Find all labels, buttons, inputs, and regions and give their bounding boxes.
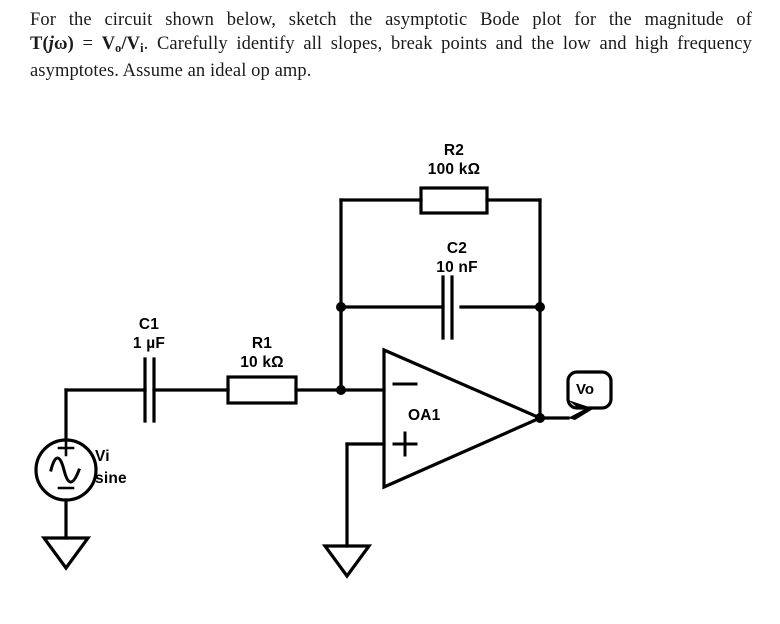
junction-dot-inverting-c2 <box>336 302 346 312</box>
equals-sign: = <box>82 33 94 54</box>
label-r1-ref: R1 <box>251 335 273 352</box>
label-source-ref: Vi <box>95 448 110 465</box>
label-r1-value: 10 kΩ <box>240 354 284 371</box>
opamp-plus-icon <box>392 431 418 457</box>
vo-marker-lead <box>568 409 593 420</box>
label-source-type: sine <box>95 470 127 487</box>
problem-line-2-tail: . Carefully identify all slopes, break p… <box>143 33 669 54</box>
label-opamp-ref: OA1 <box>408 407 441 424</box>
ground-symbol-source <box>40 536 92 571</box>
vo-marker-pointer <box>568 400 592 408</box>
problem-line-3: frequency asymptotes. Assume an ideal op… <box>30 33 752 82</box>
resistor-r1-body <box>226 375 298 405</box>
ground-symbol-opamp <box>321 544 373 579</box>
resistor-r2-body <box>419 186 489 215</box>
schematic-svg <box>34 186 613 579</box>
label-r2-value: 100 kΩ <box>427 161 481 178</box>
label-c1-value: 1 µF <box>132 335 166 352</box>
label-c2-value: 10 nF <box>436 259 478 276</box>
sine-wave-icon <box>49 456 81 484</box>
junction-dot-output-c2 <box>535 302 545 312</box>
label-c2-ref: C2 <box>446 240 468 257</box>
junction-dot-inverting-input <box>336 385 346 395</box>
label-output-node: Vo <box>576 381 595 398</box>
source-plus-icon <box>57 439 75 457</box>
voltage-ratio: Vo/Vi <box>101 33 144 55</box>
junction-dot-output <box>535 413 545 423</box>
label-r2-ref: R2 <box>443 142 465 159</box>
transfer-function-symbol: T(jω) <box>30 33 74 54</box>
circuit-schematic: R2 100 kΩ C2 10 nF C1 1 µF R1 10 kΩ OA1 … <box>0 96 780 624</box>
label-c1-ref: C1 <box>138 316 160 333</box>
problem-statement: For the circuit shown below, sketch the … <box>30 9 752 84</box>
junction-dots <box>336 302 545 423</box>
problem-line-1: For the circuit shown below, sketch the … <box>30 10 752 30</box>
opamp-triangle-body <box>382 347 544 490</box>
